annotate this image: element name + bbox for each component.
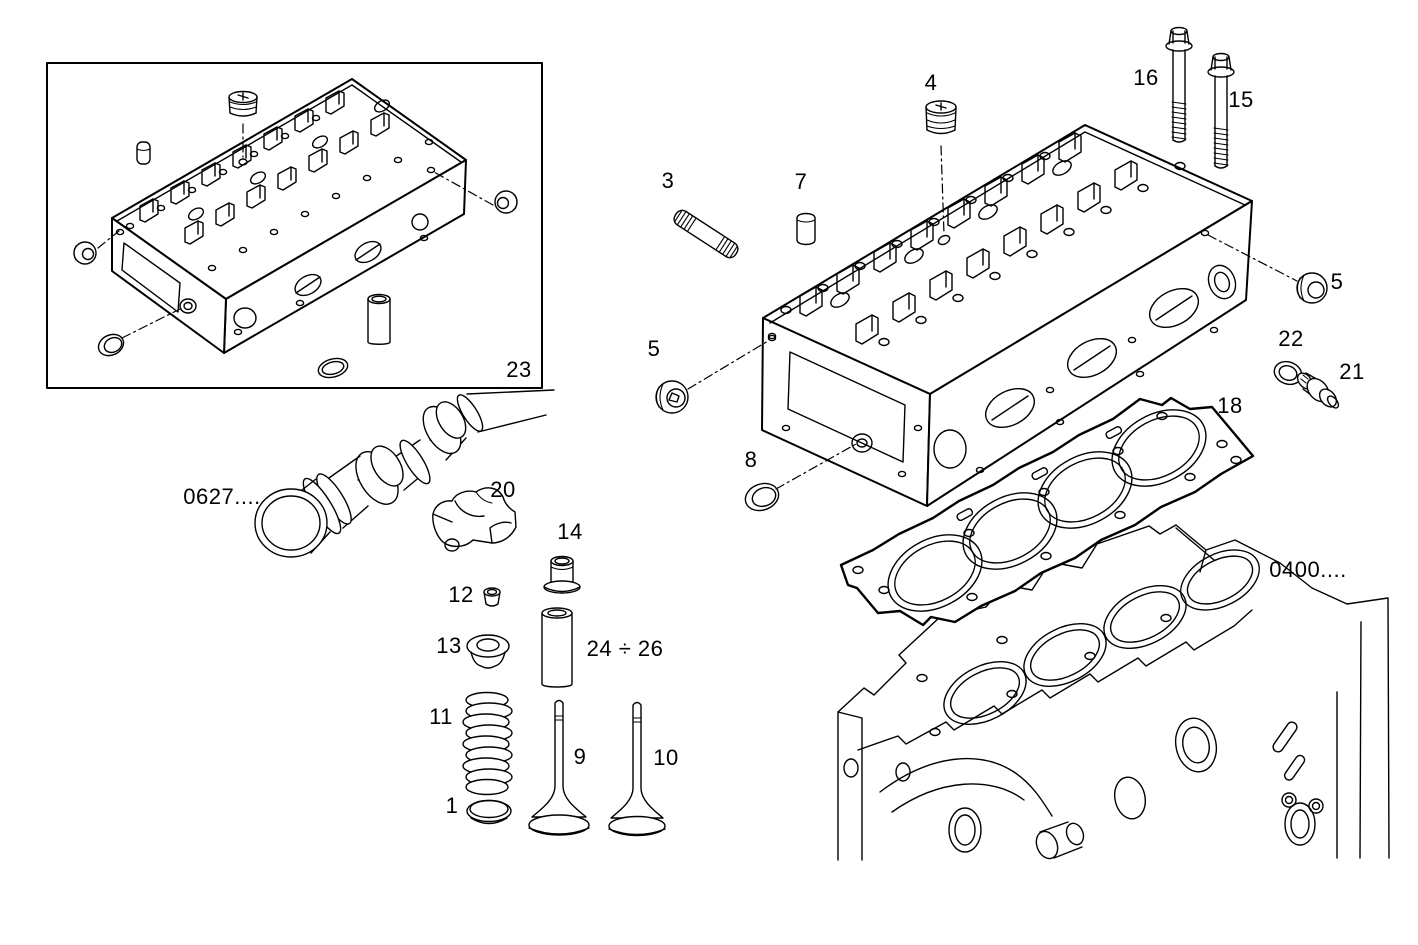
callout-valve-guide-range: 24 ÷ 26	[586, 636, 664, 661]
cup-plug-part8	[744, 443, 857, 512]
guide-tube-inset	[367, 293, 391, 345]
cylinder-head-inset	[111, 78, 467, 354]
cup-plug-inset	[97, 306, 185, 357]
o-ring-inset	[317, 357, 349, 379]
callout-rocker-arm: 20	[490, 477, 516, 502]
inset-box	[46, 62, 543, 389]
callout-spring-cap: 1	[445, 793, 459, 818]
callout-head-bolt-long: 16	[1133, 65, 1159, 90]
callout-collet: 12	[448, 582, 474, 607]
screw-plug-part5-left	[655, 334, 777, 414]
cylinder-head-main	[761, 124, 1253, 507]
valve-guide	[541, 607, 573, 688]
union-plug-part21	[1296, 372, 1340, 409]
valve-a	[528, 699, 590, 836]
callout-head-bolt: 15	[1228, 87, 1254, 112]
screw-plug-part4	[925, 100, 957, 235]
collet	[483, 587, 501, 607]
bush-part7	[796, 212, 816, 246]
callout-cup-plug: 8	[744, 447, 758, 472]
callout-camshaft-ref: 0627....	[183, 484, 261, 509]
stud-part3	[673, 209, 739, 259]
callout-screw-plug-top: 4	[924, 70, 938, 95]
engine-block	[837, 524, 1390, 861]
rocker-arm	[432, 487, 517, 552]
callout-engine-block-ref: 0400....	[1269, 557, 1347, 582]
spring-cap	[466, 799, 512, 825]
callout-union-plug: 21	[1339, 359, 1365, 384]
callout-cylinder-head-assembly: 23	[506, 357, 532, 382]
callout-valve-spring: 11	[429, 704, 453, 729]
valve-b	[608, 701, 666, 837]
callout-tappet: 14	[557, 519, 583, 544]
gasket-bores	[887, 409, 1207, 612]
head-bolt-16	[1165, 26, 1193, 143]
callout-spring-seat: 13	[436, 633, 462, 658]
callout-valve-b: 10	[653, 745, 679, 770]
screw-plug-inset-top	[228, 90, 258, 158]
callout-screw-plug-right: 5	[1330, 269, 1344, 294]
screw-plug-part5-right	[1200, 229, 1328, 304]
head-gasket	[839, 396, 1255, 627]
camshaft	[254, 389, 555, 558]
callout-bush: 7	[794, 169, 808, 194]
pin-inset	[136, 141, 151, 165]
callout-seal-washer: 22	[1278, 326, 1304, 351]
callout-stud: 3	[661, 168, 675, 193]
callout-screw-plug-left: 5	[647, 336, 661, 361]
spring-seat	[466, 634, 510, 669]
exhaust-ports	[984, 287, 1200, 429]
callout-valve-a: 9	[573, 744, 587, 769]
screw-plug-inset-left	[73, 230, 120, 265]
valve-spring	[462, 691, 513, 796]
screw-plug-inset-right	[426, 166, 518, 214]
block-cylinder-bores	[943, 549, 1260, 725]
head-bolt-15	[1207, 52, 1235, 169]
tappet	[543, 555, 581, 594]
callout-head-gasket: 18	[1217, 393, 1243, 418]
seal-washer-part22	[1273, 360, 1303, 386]
